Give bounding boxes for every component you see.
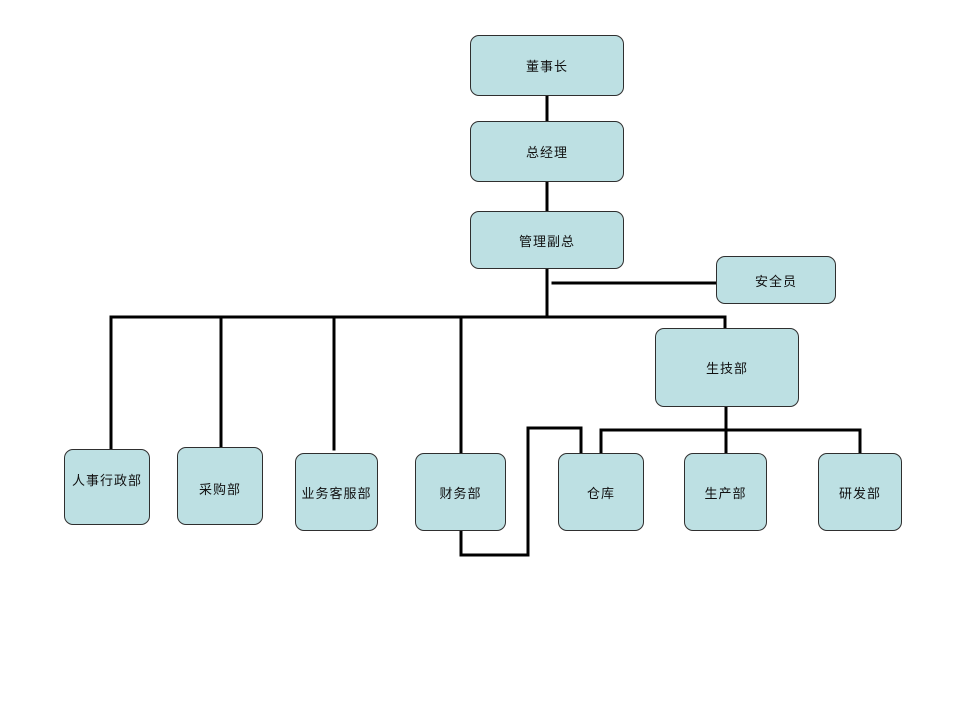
node-rnd: 研发部 — [818, 453, 902, 531]
node-hr-admin: 人事行政部 — [64, 449, 150, 525]
node-production: 生产部 — [684, 453, 767, 531]
node-admin-vp: 管理副总 — [470, 211, 624, 269]
node-finance: 财务部 — [415, 453, 506, 531]
node-chairman: 董事长 — [470, 35, 624, 96]
link-finance-warehouse — [459, 426, 583, 557]
node-warehouse: 仓库 — [558, 453, 644, 531]
node-general-manager: 总经理 — [470, 121, 624, 182]
node-purchasing: 采购部 — [177, 447, 263, 525]
node-safety-officer: 安全员 — [716, 256, 836, 304]
node-customer-service: 业务客服部 — [295, 453, 378, 531]
node-production-tech: 生技部 — [655, 328, 799, 407]
